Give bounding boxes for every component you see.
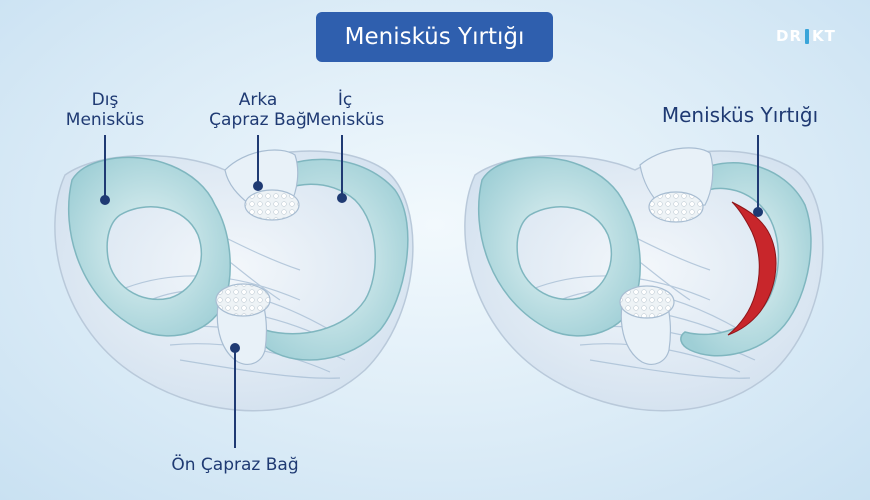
logo-text-left: DR: [776, 27, 803, 45]
brand-logo: DR KT: [776, 27, 836, 45]
label-ic-line2: Menisküs: [305, 110, 385, 130]
medial-meniscus-right: [680, 162, 812, 357]
pcl-cross-section-right: [648, 191, 704, 223]
lateral-meniscus-right: [478, 156, 641, 337]
pcl-cross-section-left: [244, 189, 300, 221]
label-dis-line1: Dış: [91, 90, 119, 110]
label-ic-menisksus: İç Menisküs: [295, 90, 395, 130]
label-arka-capraz-bag: Arka Çapraz Bağ: [183, 90, 333, 130]
label-dis-menisksus: Dış Menisküs: [55, 90, 155, 130]
acl-cross-section-right: [619, 285, 675, 319]
logo-bar: [805, 28, 810, 44]
page-title: Menisküs Yırtığı: [316, 12, 553, 62]
label-menisksus-yirtigi: Menisküs Yırtığı: [661, 103, 819, 127]
left-knee: [54, 149, 414, 412]
meniscus-tear: [727, 201, 777, 336]
anterior-cruciate-ligament-left: [216, 299, 268, 365]
label-dis-line2: Menisküs: [65, 110, 145, 130]
label-ic-line1: İç: [337, 90, 353, 110]
posterior-cruciate-ligament-right: [639, 147, 714, 208]
logo-text-right: KT: [812, 27, 836, 45]
label-arka-line1: Arka: [238, 90, 278, 110]
label-on-capraz-bag: Ön Çapraz Bağ: [171, 455, 299, 475]
right-knee: [464, 147, 824, 412]
callout-lines: [100, 135, 763, 448]
acl-cross-section-left: [215, 283, 271, 317]
label-arka-line2: Çapraz Bağ: [209, 110, 307, 130]
